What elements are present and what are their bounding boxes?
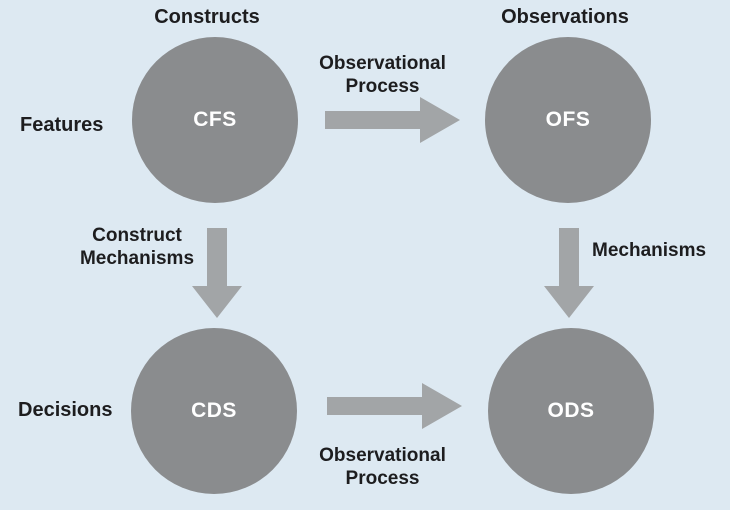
arrow-down-icon <box>192 228 242 318</box>
edge-label-observational-process-top: Observational Process <box>319 53 446 97</box>
arrow-right-icon <box>325 97 460 143</box>
edge-label-mechanisms: Mechanisms <box>592 240 707 261</box>
row-label-decisions: Decisions <box>18 399 113 421</box>
node-cfs-label: CFS <box>193 108 237 131</box>
node-ofs-label: OFS <box>545 108 591 131</box>
node-ofs: OFS <box>485 37 651 203</box>
node-cfs: CFS <box>132 37 298 203</box>
row-label-features: Features <box>20 114 104 136</box>
node-ods: ODS <box>488 328 654 494</box>
node-cds: CDS <box>131 328 297 494</box>
node-cds-label: CDS <box>191 399 237 422</box>
node-ods-label: ODS <box>547 399 595 422</box>
column-label-observations: Observations <box>501 6 629 28</box>
arrow-down-icon <box>544 228 594 318</box>
edge-label-construct-mechanisms: Construct Mechanisms <box>79 225 195 269</box>
edge-label-observational-process-bottom: Observational Process <box>319 445 446 489</box>
arrow-right-icon <box>327 383 462 429</box>
column-label-constructs: Constructs <box>154 6 260 28</box>
